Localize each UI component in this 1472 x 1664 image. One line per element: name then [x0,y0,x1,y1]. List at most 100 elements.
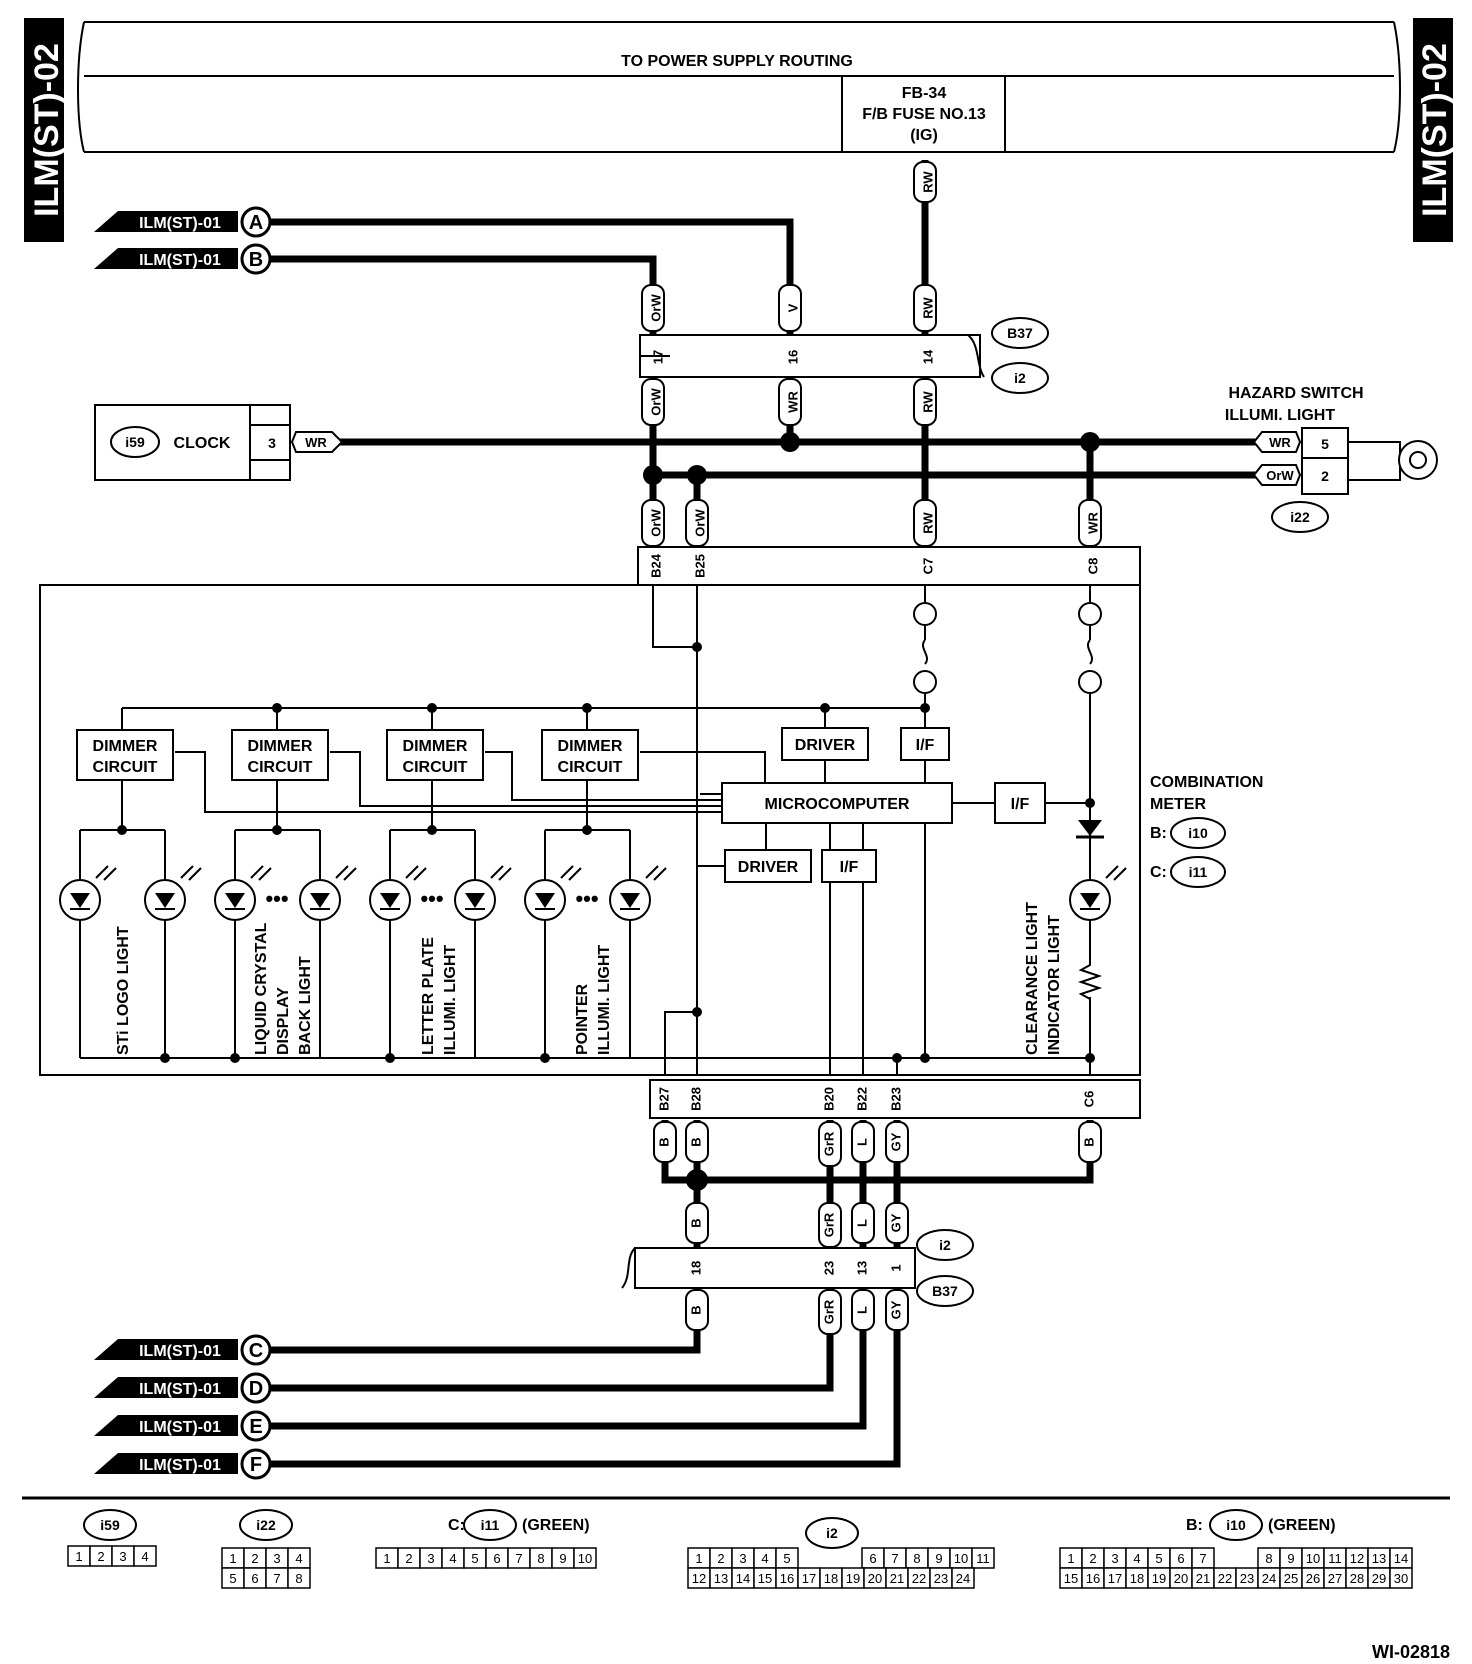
ref-b-letter: B [249,249,263,271]
pin-c8: C8 [1085,558,1100,575]
pin-1: 1 [888,1264,903,1271]
legend-i10-pin-label: 30 [1394,1571,1408,1586]
legend-i59-pin-label: 3 [119,1549,126,1564]
tag-b-b27: B [656,1137,671,1146]
tag-rw-c7: RW [920,512,935,534]
dimmer-4-line2: CIRCUIT [558,759,623,776]
ellipsis-2: ••• [420,886,443,911]
led-icon [369,865,427,921]
tag-gy-1a: GY [888,1213,903,1232]
ref-d-label: ILM(ST)-01 [139,1381,221,1398]
sti-logo-light-label: STi LOGO LIGHT [115,926,132,1055]
letter-plate-label-2: ILLUMI. LIGHT [442,945,459,1055]
combination-meter-label: COMBINATION METER B: i10 C: i11 [1150,774,1263,888]
led-icons: ••• ••• ••• [59,820,1127,1000]
conn-i2-top: i2 [1014,370,1026,386]
legend-i10-pin-label: 16 [1086,1571,1100,1586]
dimmer-2-line1: DIMMER [248,738,313,755]
legend-i2-pin-label: 2 [717,1551,724,1566]
conn-i11: i11 [1189,864,1208,880]
iface-bottom: I/F [821,849,877,883]
tag-orw-b24: OrW [648,509,663,537]
tag-b-b28: B [688,1137,703,1146]
microcomputer: MICROCOMPUTER [721,782,953,824]
legend-i11-pin-label: 7 [515,1551,522,1566]
side-label-right-text: ILM(ST)-02 [1416,43,1454,217]
ref-arrow-c: ILM(ST)-01 C [94,1334,272,1366]
legend-i11-pin-label: 1 [383,1551,390,1566]
legend-i10-pin-label: 1 [1067,1551,1074,1566]
pin-14: 14 [920,349,935,364]
legend-i2-pin-label: 21 [890,1571,904,1586]
tag-grr-23b: GrR [821,1299,836,1324]
legend-i2-pin-label: 11 [976,1551,990,1566]
clearance-label-1: CLEARANCE LIGHT [1024,902,1041,1055]
tag-wr-clock: WR [305,435,327,450]
legend-i11-pin-label: 8 [537,1551,544,1566]
driver-bottom-label: DRIVER [738,859,799,876]
pin-b20: B20 [821,1087,836,1111]
legend-i22-pin-label: 1 [229,1551,236,1566]
legend-i11-pin-label: 9 [559,1551,566,1566]
side-label-right: ILM(ST)-02 [1413,18,1454,242]
wire-tags-top: RW OrW V RW OrW WR RW OrW OrW RW WR [641,161,1102,547]
pin-c7: C7 [920,558,935,575]
legend-i11-green: (GREEN) [522,1517,590,1534]
legend-i11-cell [573,1547,597,1569]
hazard-label-1: HAZARD SWITCH [1228,385,1363,402]
tag-v-16: V [785,303,800,312]
hazard-pin-5: 5 [1321,436,1329,452]
legend-i2-pin-label: 17 [802,1571,816,1586]
legend-i10-pin-label: 13 [1372,1551,1386,1566]
legend-i22: i22 [239,1509,293,1541]
legend-i11-pin-label: 10 [578,1551,592,1566]
meter-internal-wiring [79,585,1093,1075]
ref-a-letter: A [249,212,263,234]
pointer-label-1: POINTER [574,983,591,1055]
tag-gy-b23: GY [888,1132,903,1151]
meter-b-prefix: B: [1150,825,1167,842]
ref-f-label: ILM(ST)-01 [139,1457,221,1474]
driver-top: DRIVER [781,727,869,761]
wire-tags-bottom: B B GrR L GY B B GrR L GY B GrR L GY [653,1121,1102,1335]
bulb-icon [1398,440,1438,480]
legend-i10-pin-label: 21 [1196,1571,1210,1586]
legend-i10-pin-label: 24 [1262,1571,1276,1586]
tag-orw-17b: OrW [648,388,663,416]
legend-i10-pin-label: 6 [1177,1551,1184,1566]
pin-23: 23 [821,1261,836,1275]
pin-b22: B22 [854,1087,869,1111]
legend-i10-pin-label: 3 [1111,1551,1118,1566]
tag-orw-b25: OrW [692,509,707,537]
legend-i10-label: i10 [1226,1517,1246,1533]
tag-l-13a: L [854,1219,869,1227]
tag-wr-c8: WR [1085,512,1100,534]
legend-i10-pin-label: 8 [1265,1551,1272,1566]
led-icon [214,865,272,921]
meter-input-symbols [913,602,1102,694]
ref-e-label: ILM(ST)-01 [139,1419,221,1436]
legend-i22-label: i22 [256,1517,276,1533]
clearance-label-2: INDICATOR LIGHT [1046,915,1063,1055]
legend-b-prefix: B: [1186,1517,1203,1534]
legend-i2-pin-label: 6 [869,1551,876,1566]
ellipsis-3: ••• [575,886,598,911]
legend-c-prefix: C: [448,1517,465,1534]
tag-grr-b20: GrR [821,1131,836,1156]
tag-rw-fuse: RW [920,171,935,193]
wire-a-v [270,218,794,440]
legend-i2-pin-label: 3 [739,1551,746,1566]
hazard-switch: HAZARD SWITCH ILLUMI. LIGHT WR OrW 5 2 i… [1225,385,1438,533]
pin-b27: B27 [656,1087,671,1111]
dimmer-1-line1: DIMMER [93,738,158,755]
legend-i10-pin-label: 5 [1155,1551,1162,1566]
meter-label-1: COMBINATION [1150,774,1263,791]
conn-b37-bottom: B37 [932,1283,958,1299]
joint-connector-bottom: 18 23 13 1 i2 B37 [621,1229,974,1307]
legend-i10-pin-label: 12 [1350,1551,1364,1566]
legend-i2-pin-label: 12 [692,1571,706,1586]
legend-i10-pin-label: 28 [1350,1571,1364,1586]
legend-i11-pin-label: 4 [449,1551,456,1566]
ref-arrow-d: ILM(ST)-01 D [94,1372,272,1404]
